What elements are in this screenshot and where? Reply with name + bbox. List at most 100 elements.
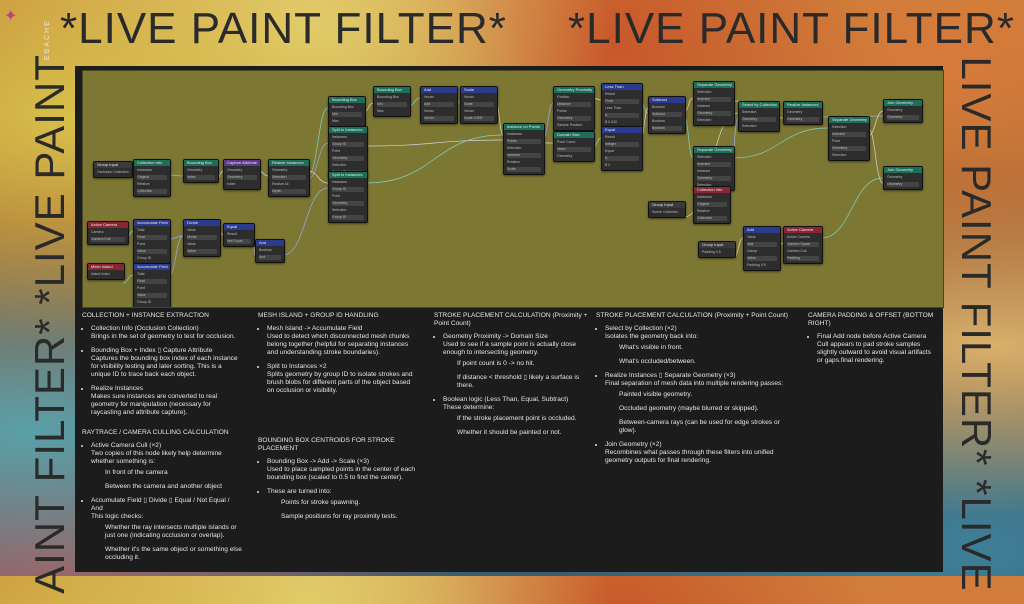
node-socket-row[interactable]: Instance	[507, 153, 541, 158]
node-socket-row[interactable]: Geometry	[697, 176, 731, 181]
node-socket-row[interactable]: Divide	[187, 235, 217, 240]
node-socket-row[interactable]: Geometry	[787, 110, 803, 114]
node-socket-row[interactable]: Value	[187, 228, 196, 232]
node-header[interactable]: And	[256, 240, 284, 246]
node-socket-row[interactable]: Mesh	[557, 147, 591, 152]
node-socket-row[interactable]: Occlusion Collection	[97, 170, 129, 174]
node-socket-row[interactable]: Result	[227, 232, 237, 236]
node-socket-row[interactable]: Group ID	[332, 142, 364, 147]
node-header[interactable]: Capture Attribute	[224, 160, 260, 166]
node-socket-row[interactable]: Float	[137, 235, 167, 240]
node-socket-row[interactable]: Selection	[832, 153, 847, 157]
node-header[interactable]: Instance on Points	[504, 124, 544, 130]
node-socket-row[interactable]: Padding 0.5	[702, 250, 721, 254]
node-socket-row[interactable]: Boolean	[652, 119, 665, 123]
node-socket-row[interactable]: Distance	[557, 102, 591, 107]
node-socket-row[interactable]: Collection	[697, 216, 727, 221]
node-socket-row[interactable]: Group ID	[332, 215, 364, 220]
node-socket-row[interactable]: Collection	[137, 189, 167, 194]
node-socket-row[interactable]: Geometry	[887, 115, 919, 120]
node-socket-row[interactable]: Geometry	[887, 175, 903, 179]
node-socket-row[interactable]: Bounding Box	[377, 95, 399, 99]
node-socket-row[interactable]: A	[605, 156, 639, 161]
node-socket-row[interactable]: Value	[187, 242, 196, 246]
node-socket-row[interactable]: Index	[227, 182, 236, 186]
node-header[interactable]: Accumulate Field	[134, 220, 170, 226]
node-socket-row[interactable]: Relative	[137, 182, 150, 186]
node-header[interactable]: Separate Geometry	[694, 147, 734, 153]
node-socket-row[interactable]: Subtract	[652, 112, 682, 117]
node-socket-row[interactable]: Selection	[697, 183, 712, 187]
node-socket-row[interactable]: Not Equal	[227, 239, 251, 244]
node-socket-row[interactable]: Position	[557, 95, 570, 99]
node-socket-row[interactable]: Geometry	[227, 168, 243, 172]
node-socket-row[interactable]: Instance	[697, 169, 711, 173]
node-socket-row[interactable]: Points	[507, 139, 541, 144]
node-socket-row[interactable]: Group ID	[332, 187, 364, 192]
node-socket-row[interactable]: B 0	[605, 163, 611, 167]
node-socket-row[interactable]: Instance	[697, 104, 711, 108]
node-socket-row[interactable]: Group ID	[137, 256, 152, 260]
node-socket-row[interactable]: Instances	[332, 135, 347, 139]
node-socket-row[interactable]: Active Camera	[787, 235, 810, 239]
node-socket-row[interactable]: Result	[605, 135, 615, 139]
node-socket-row[interactable]: Points	[557, 109, 567, 113]
node-socket-row[interactable]: Instances	[332, 180, 347, 184]
node-socket-row[interactable]: Geometry	[557, 154, 573, 158]
node-socket-row[interactable]: Max	[377, 109, 384, 113]
node-socket-row[interactable]: Point	[137, 242, 145, 246]
node-socket-row[interactable]: Point Count	[557, 140, 576, 144]
node-socket-row[interactable]: Boolean	[259, 248, 272, 252]
node-header[interactable]: Less Than	[602, 84, 642, 90]
node-socket-row[interactable]: Geometry	[742, 117, 776, 122]
node-socket-row[interactable]: Instances	[697, 195, 712, 199]
node-socket-row[interactable]: Geometry	[332, 156, 364, 161]
node-socket-row[interactable]: Geometry	[697, 111, 731, 116]
node-socket-row[interactable]: Total	[137, 228, 145, 232]
node-socket-row[interactable]: Boolean	[652, 105, 665, 109]
node-socket-row[interactable]: Scale	[464, 102, 494, 107]
node-socket-row[interactable]: Vector	[424, 95, 434, 99]
node-socket-row[interactable]: Geometry	[187, 168, 203, 172]
node-socket-row[interactable]: Padding	[787, 256, 819, 261]
node-socket-row[interactable]: Float	[137, 279, 167, 284]
node-socket-row[interactable]: Geometry	[557, 116, 591, 121]
node-header[interactable]: Equal	[224, 224, 254, 230]
node-socket-row[interactable]: Boolean	[652, 126, 682, 131]
node-socket-row[interactable]: Integer	[605, 142, 639, 147]
node-socket-row[interactable]: Min	[377, 102, 407, 107]
node-socket-row[interactable]: Value	[747, 235, 756, 239]
node-header[interactable]: Join Geometry	[884, 100, 922, 106]
node-socket-row[interactable]: Original	[697, 202, 727, 207]
node-socket-row[interactable]: Vector	[464, 95, 474, 99]
node-socket-row[interactable]: Geometry	[227, 175, 257, 180]
node-socket-row[interactable]: Instances	[137, 168, 152, 172]
node-socket-row[interactable]: Geometry	[887, 108, 903, 112]
node-socket-row[interactable]: Value	[747, 256, 777, 261]
node-socket-row[interactable]: Clamp	[747, 249, 758, 253]
node-socket-row[interactable]: Geometry	[832, 146, 866, 151]
node-socket-row[interactable]: Add	[424, 102, 454, 107]
node-socket-row[interactable]: Sample Position	[557, 123, 583, 127]
node-header[interactable]: Bounding Box	[374, 87, 410, 93]
node-socket-row[interactable]: Inverted	[697, 97, 731, 102]
